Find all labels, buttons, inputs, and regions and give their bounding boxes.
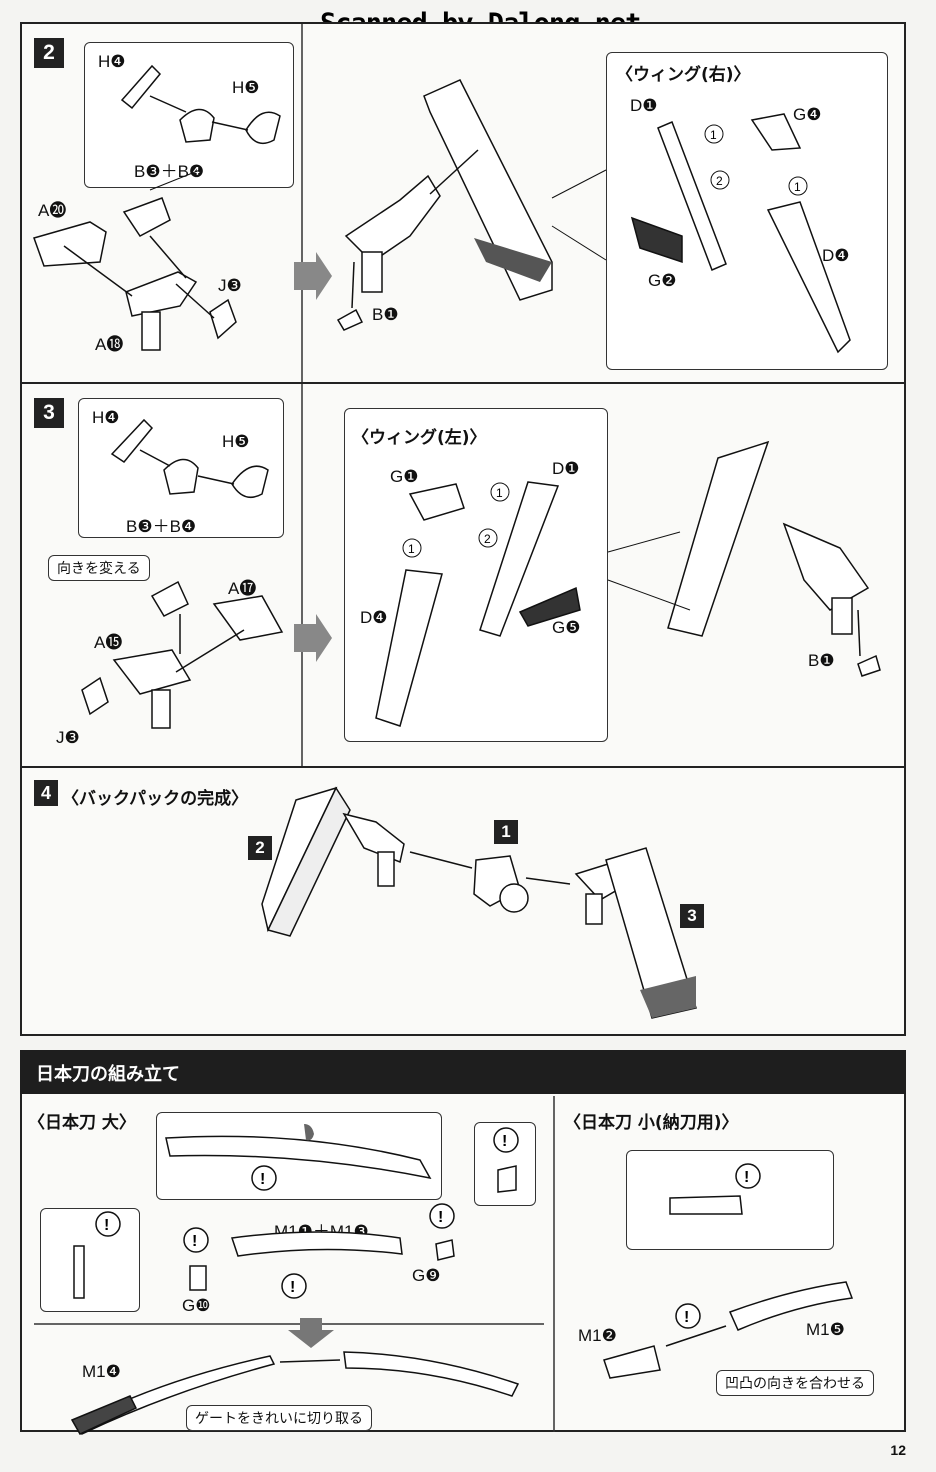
step2-d1-label: D❶ — [630, 96, 658, 115]
step4-ref-2: 2 — [248, 836, 272, 860]
step2-step-2: 2 — [716, 174, 723, 188]
katana-large-title: 〈日本刀 大〉 — [28, 1113, 136, 1133]
step2-b34-label: B❸＋B❹ — [134, 162, 205, 181]
step3-step-1a: 1 — [496, 486, 503, 500]
step2-g2-shape — [630, 216, 683, 264]
step2-a18-label: A⓲ — [95, 335, 124, 354]
step3-a15-label: A⓯ — [94, 633, 123, 652]
step2-a20-label: A⓴ — [38, 201, 67, 220]
step3-g5-label: G❺ — [552, 618, 581, 637]
step4-title: 〈バックパックの完成〉 — [62, 789, 249, 809]
step3-b1-label: B❶ — [808, 651, 835, 670]
katana-small-sheath — [728, 1281, 854, 1331]
katana-g10-label: G❿ — [182, 1296, 211, 1315]
step2-d1-shape — [657, 121, 727, 271]
caution-icon — [183, 1227, 209, 1253]
step2-g4-label: G❹ — [793, 105, 822, 124]
svg-text:!: ! — [260, 1171, 265, 1188]
step2-b1-label: B❶ — [372, 305, 399, 324]
katana-m12-label: M1❷ — [578, 1326, 617, 1345]
page-number: 12 — [890, 1442, 906, 1458]
step3-rotate-note: 向きを変える — [48, 555, 150, 581]
katana-small-title: 〈日本刀 小(納刀用)〉 — [564, 1113, 739, 1133]
step3-d4-label: D❹ — [360, 608, 388, 627]
part-j3-shape — [209, 298, 237, 340]
step2-step-1b: 1 — [794, 180, 801, 194]
step2-number: 2 — [34, 38, 64, 68]
step3-b34-label: B❸＋B❹ — [126, 517, 197, 536]
step2-g2-label: G❷ — [648, 271, 677, 290]
svg-text:!: ! — [684, 1309, 689, 1326]
part-b-shape — [179, 108, 215, 143]
katana-gate-note: ゲートをきれいに切り取る — [186, 1405, 372, 1431]
part-h4-shape — [120, 64, 162, 110]
step3-g1-label: G❶ — [390, 467, 419, 486]
svg-text:!: ! — [502, 1133, 507, 1150]
step3-next-arrow — [294, 614, 332, 662]
step2-j3-label: J❸ — [218, 276, 242, 295]
caution-icon — [735, 1163, 761, 1189]
caution-icon — [493, 1127, 519, 1153]
step4-ref-3: 3 — [680, 904, 704, 928]
katana-align-note: 凹凸の向きを合わせる — [716, 1370, 874, 1396]
part-h5-shape — [245, 111, 281, 145]
katana-large-sheath — [231, 1231, 403, 1257]
part-a20-shape — [33, 221, 107, 267]
svg-text:!: ! — [192, 1233, 197, 1250]
caution-icon — [95, 1211, 121, 1237]
step2-wing-title: 〈ウィング(右)〉 — [616, 65, 751, 85]
katana-down-arrow — [288, 1318, 334, 1348]
step4-number: 4 — [34, 780, 58, 806]
svg-text:!: ! — [290, 1279, 295, 1296]
step3-drawing: 1 2 1 — [81, 384, 881, 766]
step2-drawing: 1 2 1 — [33, 24, 851, 382]
katana-header: 日本刀の組み立て — [36, 1064, 180, 1085]
katana-m15-label: M1❺ — [806, 1320, 845, 1339]
step2-h5-label: H❺ — [232, 78, 260, 97]
step3-step-2: 2 — [484, 532, 491, 546]
step2-wing-shape — [423, 79, 553, 301]
step3-h4-label: H❹ — [92, 408, 120, 427]
step3-h5-label: H❺ — [222, 432, 250, 451]
step4-panel — [20, 766, 906, 1036]
katana-scabbard — [343, 1351, 520, 1397]
svg-text:!: ! — [744, 1169, 749, 1186]
step2-step-1a: 1 — [710, 128, 717, 142]
step2-next-arrow — [294, 252, 332, 300]
step3-wing-title: 〈ウィング(左)〉 — [352, 428, 487, 448]
step3-a17-label: A⓱ — [228, 579, 257, 598]
step2-d4-shape — [766, 201, 851, 354]
caution-icon — [429, 1203, 455, 1229]
step2-d4-label: D❹ — [822, 246, 850, 265]
katana-g10-inset — [40, 1208, 140, 1312]
caution-icon — [251, 1165, 277, 1191]
step2-h4-label: H❹ — [98, 52, 126, 71]
step3-d1-label: D❶ — [552, 459, 580, 478]
katana-g9-label: G❾ — [412, 1266, 441, 1285]
katana-blade — [74, 1355, 276, 1435]
katana-small-hilt — [603, 1345, 661, 1379]
katana-header-bar — [20, 1050, 906, 1094]
svg-text:!: ! — [438, 1209, 443, 1226]
caution-icon — [675, 1303, 701, 1329]
svg-text:!: ! — [104, 1217, 109, 1234]
step3-wing-shape — [667, 440, 770, 637]
katana-m14-label: M1❹ — [82, 1362, 121, 1381]
step3-number: 3 — [34, 398, 64, 428]
katana-sheath-tip — [165, 1135, 432, 1180]
caution-icon — [281, 1273, 307, 1299]
step4-ref-1: 1 — [494, 820, 518, 844]
step3-step-1b: 1 — [408, 542, 415, 556]
step3-j3-label: J❸ — [56, 728, 80, 747]
step4-drawing — [261, 786, 697, 1019]
step2-g4-shape — [750, 113, 802, 151]
